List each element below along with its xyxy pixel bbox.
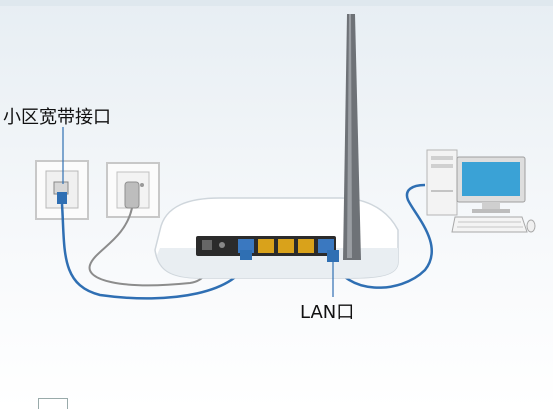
router-icon — [154, 197, 399, 279]
mouse-icon — [526, 219, 536, 233]
lan-port-label: LAN口 — [300, 302, 355, 323]
wan-cable — [60, 203, 250, 300]
monitor-icon — [456, 156, 526, 213]
corner-thumbnail — [38, 398, 68, 409]
keyboard-icon — [451, 216, 528, 233]
power-outlet-icon — [106, 162, 160, 218]
broadband-port-label: 小区宽带接口 — [3, 107, 111, 128]
lan-cable — [331, 183, 433, 289]
antenna-icon — [343, 14, 361, 260]
top-strip — [0, 0, 553, 6]
pc-tower-icon — [426, 149, 458, 216]
